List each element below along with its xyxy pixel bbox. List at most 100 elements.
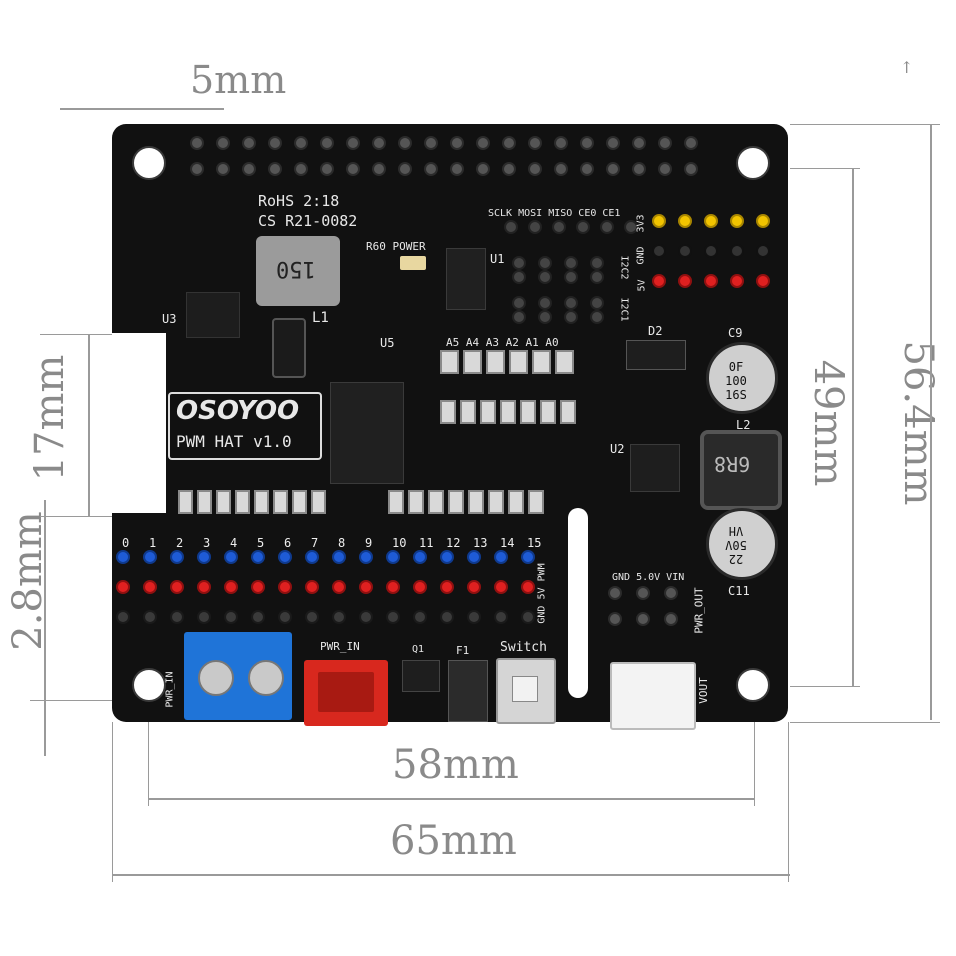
servo-pin	[386, 550, 400, 564]
spi-pin	[600, 220, 614, 234]
inductor-l1-value: 150	[276, 256, 316, 281]
board-slot	[568, 508, 588, 698]
pin-number-label: 11	[419, 536, 434, 550]
capacitor-c1	[272, 318, 306, 378]
gpio-pin	[658, 136, 672, 150]
spi-pin	[528, 220, 542, 234]
side-power-header	[652, 214, 784, 298]
brand-box	[168, 392, 322, 460]
chip-u3-label: U3	[162, 312, 177, 326]
pwr-out-pin	[636, 586, 650, 600]
pwr-in-jst-label: PWR_IN	[320, 640, 360, 653]
resistor	[273, 490, 288, 514]
dim-right-outer: 56.4mm	[895, 340, 941, 506]
servo-pin	[170, 580, 184, 594]
spi-pin	[504, 220, 518, 234]
address-jumper	[555, 350, 574, 374]
ext-line-bottom-inner-right	[754, 722, 755, 806]
ext-line-right-inner-bottom	[790, 686, 860, 687]
spi-header	[504, 220, 644, 242]
pwr-out-pin	[608, 586, 622, 600]
pwr-out-header	[608, 586, 692, 638]
ext-line-right-bottom	[790, 722, 940, 723]
resistor	[216, 490, 231, 514]
gpio-pin	[580, 136, 594, 150]
dim-bottom-outer: 65mm	[390, 818, 517, 864]
gpio-pin	[554, 136, 568, 150]
servo-pin	[413, 610, 427, 624]
gpio-pin	[632, 162, 646, 176]
i2c1-label: I2C1	[618, 297, 630, 322]
servo-pin	[359, 550, 373, 564]
gpio-pin	[502, 136, 516, 150]
resistor	[388, 490, 404, 514]
dim-right-outer-line	[930, 124, 932, 720]
i2c2-pin	[538, 270, 552, 284]
resistor	[292, 490, 307, 514]
i2c2-pin	[590, 256, 604, 270]
resistor	[500, 400, 516, 424]
servo-pin	[197, 550, 211, 564]
i2c2-pin	[538, 256, 552, 270]
servo-pin	[251, 610, 265, 624]
servo-pin	[251, 550, 265, 564]
dim-top-gap: 5mm	[190, 58, 287, 102]
ext-line-left-top	[40, 334, 112, 335]
i2c2-header	[512, 256, 620, 284]
spi-pin	[576, 220, 590, 234]
servo-pin	[359, 610, 373, 624]
gpio-pin	[476, 136, 490, 150]
servo-pin	[440, 610, 454, 624]
resistor-array-top	[440, 400, 580, 426]
resistor	[178, 490, 193, 514]
gpio-pin	[268, 162, 282, 176]
chip-u1	[446, 248, 486, 310]
gpio-pin	[502, 162, 516, 176]
servo-pin	[170, 550, 184, 564]
pwr-in-terminal-label: PWR_IN	[164, 671, 176, 708]
gpio-pin	[190, 162, 204, 176]
gpio-pin	[606, 162, 620, 176]
side-power-pin	[730, 214, 744, 228]
pwr-out-pin	[664, 612, 678, 626]
chip-u2	[630, 444, 680, 492]
mounting-hole-bottom-left	[132, 668, 166, 702]
power-switch-button[interactable]	[512, 676, 538, 702]
resistor	[460, 400, 476, 424]
servo-pin	[278, 610, 292, 624]
pin-number-label: 15	[527, 536, 542, 550]
i2c2-pin	[564, 270, 578, 284]
servo-pin	[494, 550, 508, 564]
pin-number-label: 14	[500, 536, 515, 550]
mounting-hole-top-right	[736, 146, 770, 180]
mounting-hole-top-left	[132, 146, 166, 180]
pin-number-label: 2	[176, 536, 184, 550]
servo-pin	[143, 550, 157, 564]
ext-line-left-bottom	[30, 700, 112, 701]
fuse-f1	[448, 660, 488, 722]
dim-left-bottom-line	[44, 500, 46, 756]
i2c1-pin	[590, 310, 604, 324]
servo-pin	[278, 580, 292, 594]
gpio-pin	[372, 162, 386, 176]
pin-number-label: 6	[284, 536, 292, 550]
dim-arrow: ↑	[900, 58, 914, 77]
pin-number-label: 1	[149, 536, 157, 550]
gpio-pin	[476, 162, 490, 176]
jst-pwr-in-socket	[318, 672, 374, 712]
resistor	[235, 490, 250, 514]
resistor	[520, 400, 536, 424]
side-power-pin	[730, 244, 744, 258]
servo-pin	[413, 580, 427, 594]
servo-pin	[116, 580, 130, 594]
gpio-pin	[294, 162, 308, 176]
jst-vout[interactable]	[610, 662, 696, 730]
side-3v3-label: 3V3	[635, 214, 647, 233]
chip-u1-label: U1	[490, 252, 505, 266]
capacitor-c9-label: C9	[728, 326, 743, 340]
gpio-pin	[346, 136, 360, 150]
dim-right-inner-line	[852, 168, 854, 686]
power-led	[400, 256, 426, 270]
dim-bottom-outer-line	[112, 874, 790, 876]
board-notch	[112, 333, 166, 513]
